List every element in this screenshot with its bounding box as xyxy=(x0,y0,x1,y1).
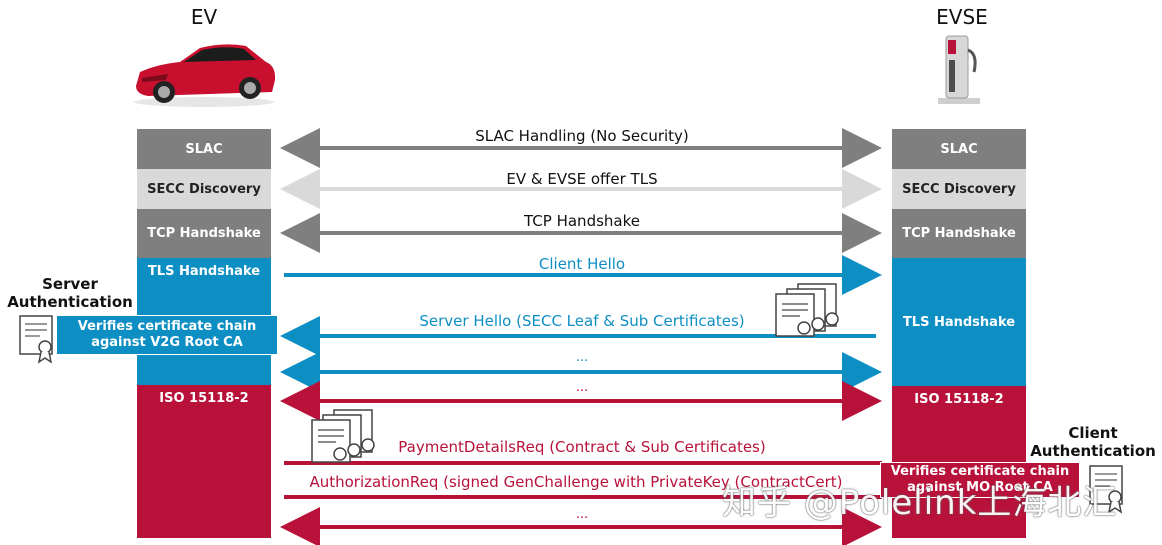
charging-station-icon xyxy=(938,35,980,104)
evse-lane-tcp-handshake: TCP Handshake xyxy=(892,209,1026,258)
evse-title: EVSE xyxy=(936,5,988,29)
evse-lane-tls-handshake: TLS Handshake xyxy=(892,258,1026,386)
certificate-icon xyxy=(1089,465,1123,514)
ev-title: EV xyxy=(190,5,218,29)
label-payment-details: PaymentDetailsReq (Contract & Sub Certif… xyxy=(398,438,766,456)
certificate-stack-icon xyxy=(775,283,839,337)
label-tcp-handshake: TCP Handshake xyxy=(524,212,640,230)
server-auth-title: Server Authentication xyxy=(7,275,133,311)
car-icon xyxy=(134,44,276,107)
label-slac-handling: SLAC Handling (No Security) xyxy=(475,127,689,145)
label-offer-tls: EV & EVSE offer TLS xyxy=(506,170,658,188)
client-auth-title: Client Authentication xyxy=(1030,424,1156,460)
label-ellipsis-end: ... xyxy=(575,507,589,522)
label-ellipsis-iso: ... xyxy=(575,380,589,395)
label-client-hello: Client Hello xyxy=(538,255,626,273)
label-authorization: AuthorizationReq (signed GenChallenge wi… xyxy=(309,473,843,491)
label-server-hello: Server Hello (SECC Leaf & Sub Certificat… xyxy=(419,312,745,330)
certificate-icon xyxy=(19,315,53,364)
client-verify-box: Verifies certificate chain against MO Ro… xyxy=(880,462,1080,498)
ev-lane-iso: ISO 15118-2 xyxy=(137,385,271,538)
evse-lane-slac: SLAC xyxy=(892,129,1026,169)
certificate-stack-icon xyxy=(311,409,375,463)
evse-lane-secc-discovery: SECC Discovery xyxy=(892,169,1026,209)
watermark: 知乎 @Polelink上海北汇 xyxy=(722,483,1118,523)
server-verify-box: Verifies certificate chain against V2G R… xyxy=(56,315,278,355)
label-ellipsis-tls: ... xyxy=(575,350,589,365)
ev-lane-secc-discovery: SECC Discovery xyxy=(137,169,271,209)
ev-lane-slac: SLAC xyxy=(137,129,271,169)
ev-lane-tcp-handshake: TCP Handshake xyxy=(137,209,271,258)
